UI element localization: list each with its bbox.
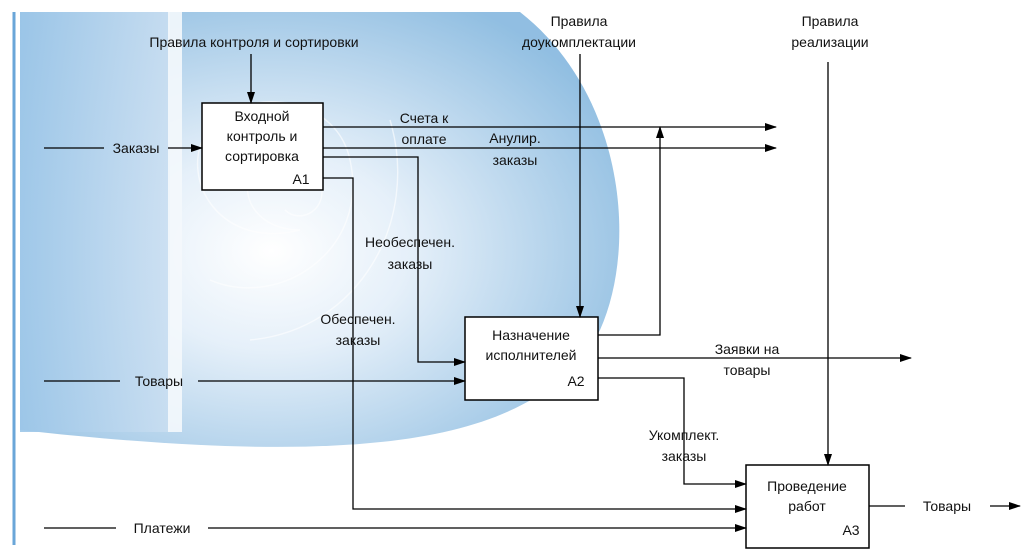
label-secured-line1: Обеспечен. [320,311,395,327]
label-rules-complete-line1: Правила [551,13,608,29]
label-rules-control: Правила контроля и сортировки [149,34,358,50]
label-rules-impl-line1: Правила [802,13,859,29]
label-completed-line2: заказы [662,448,707,464]
label-invoices-line2: оплате [401,131,446,147]
label-invoices-line1: Счета к [400,110,449,126]
label-goods: Товары [135,373,183,389]
box-a1-title-line2: контроль и [227,128,298,144]
box-a2-title-line2: исполнителей [486,347,577,363]
arrow-unsecured [323,156,466,366]
label-cancelled-line2: заказы [493,152,538,168]
label-orders: Заказы [113,140,160,156]
arrow-completed [598,377,747,488]
label-rules-complete-line2: доукомплектации [522,34,636,50]
box-a2-title-line1: Назначение [492,327,570,343]
label-requests-line2: товары [724,362,771,378]
box-a2-id: A2 [567,373,584,389]
box-a1[interactable] [201,102,324,191]
box-a2[interactable] [464,316,599,401]
box-a1-id: A1 [292,171,309,187]
box-a3-title-line2: работ [788,498,826,514]
label-unsecured-line1: Необеспечен. [365,234,455,250]
label-secured-line2: заказы [336,332,381,348]
box-a3-title-line1: Проведение [767,478,847,494]
label-requests-line1: Заявки на [715,341,780,357]
box-a1-title-line1: Входной [234,108,289,124]
label-goods-out: Товары [923,498,971,514]
box-a3-id: A3 [842,522,859,538]
arrow-a2-feedback [598,126,664,336]
label-cancelled-line1: Анулир. [489,130,540,146]
box-a1-title-line3: сортировка [225,148,299,164]
label-rules-impl-line2: реализации [791,34,868,50]
label-payments: Платежи [134,520,191,536]
label-completed-line1: Укомплект. [649,427,720,443]
arrow-secured [323,177,747,513]
background-decoration [12,12,620,545]
box-a3[interactable] [745,464,870,549]
label-unsecured-line2: заказы [388,256,433,272]
